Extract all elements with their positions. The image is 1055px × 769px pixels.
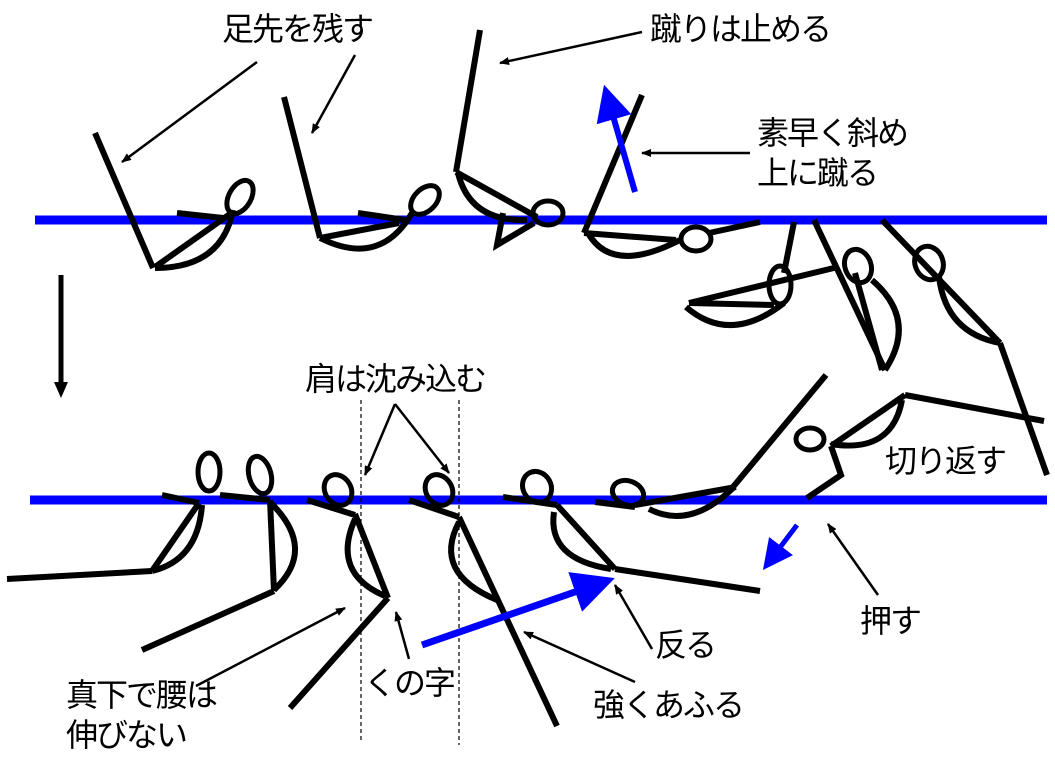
figure-bottom-6	[594, 373, 829, 519]
blue-arrow-push	[762, 523, 799, 570]
label-shoulder-sink: 肩は沈み込む	[305, 360, 487, 398]
label-waist-1: 真下で腰は	[66, 676, 218, 714]
figure-top-6	[811, 218, 902, 372]
label-strong-fan: 強くあふる	[593, 686, 745, 724]
figure-bottom-5	[502, 468, 761, 594]
figure-bottom-3	[287, 472, 391, 710]
figure-top-5	[684, 221, 839, 329]
figure-top-4	[581, 93, 761, 259]
blue-arrow-fan	[420, 572, 615, 649]
figure-bottom-2	[140, 453, 298, 653]
label-kick-diagonal-1: 素早く斜め	[757, 114, 909, 152]
label-turn-back: 切り返す	[885, 442, 1007, 480]
figure-bottom-7-turn	[793, 392, 1045, 501]
blue-arrow-kick-up	[596, 84, 638, 193]
figure-top-7	[879, 217, 1050, 477]
figure-top-3	[453, 29, 566, 251]
label-push: 押す	[860, 602, 922, 640]
figure-top-1	[92, 131, 256, 271]
figure-bottom-1	[6, 450, 223, 582]
label-waist-2: 伸びない	[66, 716, 188, 754]
label-ku-shape: くの字	[364, 664, 456, 702]
figure-bottom-4	[408, 472, 560, 728]
label-arch: 反る	[655, 626, 717, 664]
label-stop-kick: 蹴りは止める	[650, 10, 832, 48]
label-keep-toes: 足先を残す	[222, 10, 374, 48]
label-kick-diagonal-2: 上に蹴る	[757, 154, 879, 192]
figure-top-2	[281, 96, 442, 252]
